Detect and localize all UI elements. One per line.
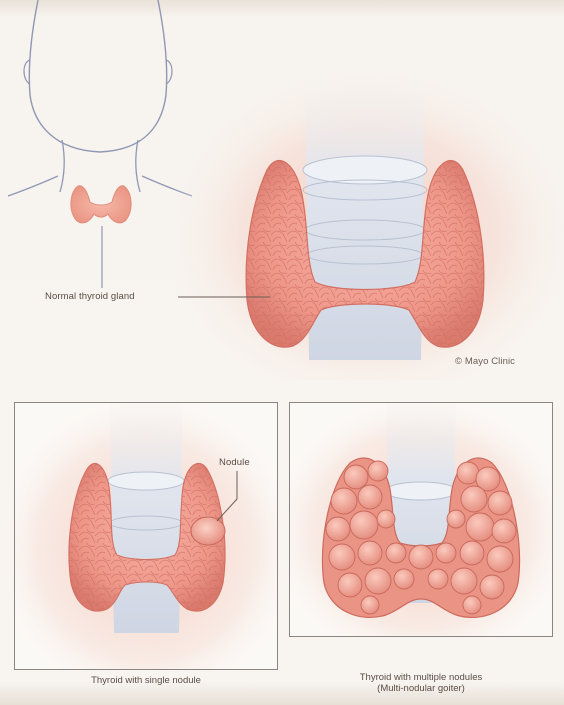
copyright-label: © Mayo Clinic [455, 356, 515, 367]
single-nodule-panel: Nodule [14, 402, 278, 670]
multinodular-illustration [290, 403, 552, 636]
nodule-label: Nodule [219, 457, 250, 468]
single-nodule-caption: Thyroid with single nodule [14, 675, 278, 686]
multinodular-caption-line2: (Multi-nodular goiter) [289, 683, 553, 694]
nodule [191, 517, 225, 545]
single-nodule-illustration [15, 403, 277, 669]
normal-thyroid-label: Normal thyroid gland [45, 291, 135, 302]
multinodular-caption-line1: Thyroid with multiple nodules [289, 672, 553, 683]
multinodular-panel [289, 402, 553, 637]
